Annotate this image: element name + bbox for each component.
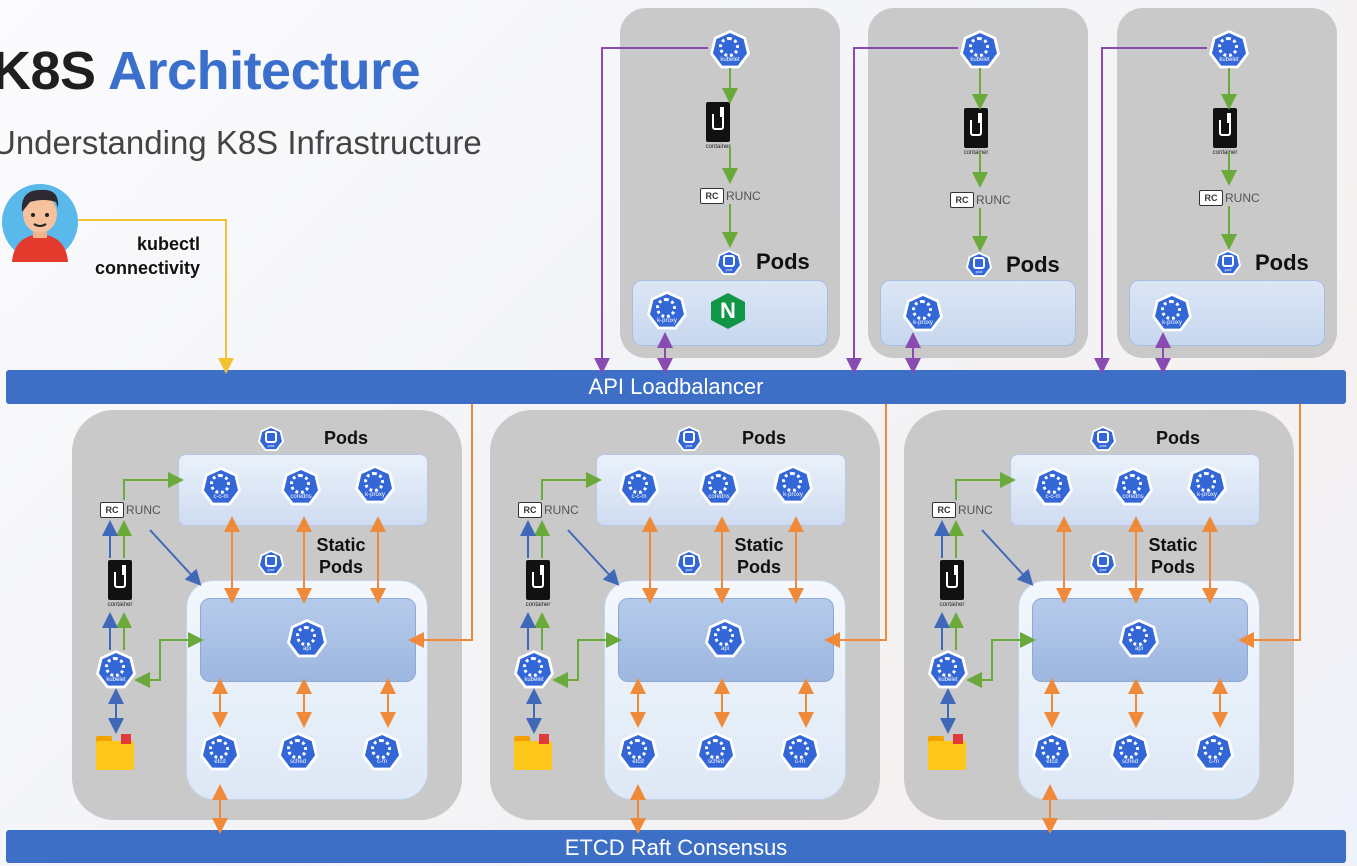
worker-pods-box: k-proxy N: [632, 280, 828, 346]
coredns-icon: coredns: [699, 467, 739, 507]
coredns-icon: coredns: [1113, 467, 1153, 507]
pod-icon: pod: [676, 550, 702, 576]
k-proxy-icon: k-proxy: [903, 293, 943, 333]
page-subtitle: Understanding K8S Infrastructure: [0, 124, 482, 161]
k-proxy-icon: k-proxy: [1152, 293, 1192, 333]
c-m-icon: c-m: [780, 732, 820, 772]
etcd-icon: etcd: [1032, 732, 1072, 772]
sched-icon: sched: [278, 732, 318, 772]
static-pods-label: Static Pods: [734, 535, 784, 577]
pods-label: Pods: [1255, 250, 1309, 275]
title-accent: Architecture: [108, 41, 421, 101]
c-c-m-icon: c-c-m: [201, 467, 241, 507]
containerd-icon: [964, 108, 988, 148]
static-pods-label: Static Pods: [1148, 535, 1198, 577]
api-box: api: [200, 598, 416, 682]
c-c-m-icon: c-c-m: [619, 467, 659, 507]
worker-pods-box: k-proxy: [880, 280, 1076, 346]
k-proxy-icon: k-proxy: [1187, 465, 1227, 505]
containerd-label: container: [1212, 150, 1238, 156]
pod-icon: pod: [258, 426, 284, 452]
api-icon: api: [705, 619, 745, 659]
containerd-label: container: [939, 602, 965, 608]
api-box: api: [1032, 598, 1248, 682]
user-avatar: [2, 184, 78, 262]
kubelet-icon: kubelet: [96, 650, 136, 690]
pod-icon: pod: [966, 252, 992, 278]
containerd-icon: [1213, 108, 1237, 148]
k-proxy-icon: k-proxy: [773, 465, 813, 505]
pod-icon: pod: [1090, 426, 1116, 452]
pods-label: Pods: [324, 428, 369, 448]
pods-label: Pods: [742, 428, 787, 448]
pods-label: Pods: [756, 249, 810, 274]
kubelet-icon: kubelet: [928, 650, 968, 690]
pod-icon: pod: [676, 426, 702, 452]
nginx-icon: N: [711, 293, 745, 329]
etcd-icon: etcd: [200, 732, 240, 772]
containerd-label: container: [107, 602, 133, 608]
api-loadbalancer-bar: API Loadbalancer: [6, 370, 1346, 404]
kubelet-icon: kubelet: [960, 30, 1000, 70]
sched-icon: sched: [696, 732, 736, 772]
c-m-icon: c-m: [362, 732, 402, 772]
api-box: api: [618, 598, 834, 682]
kubelet-icon: kubelet: [1209, 30, 1249, 70]
k-proxy-icon: k-proxy: [647, 291, 687, 331]
title-prefix: K8S: [0, 41, 96, 101]
pods-box: c-c-m coredns k-proxy: [178, 454, 428, 526]
pods-label: Pods: [1156, 428, 1201, 448]
folder-icon: [96, 734, 134, 770]
kubelet-icon: kubelet: [514, 650, 554, 690]
containerd-icon: [940, 560, 964, 600]
coredns-icon: coredns: [281, 467, 321, 507]
etcd-icon: etcd: [618, 732, 658, 772]
api-icon: api: [1119, 619, 1159, 659]
folder-icon: [514, 734, 552, 770]
pod-icon: pod: [1090, 550, 1116, 576]
sched-icon: sched: [1110, 732, 1150, 772]
api-icon: api: [287, 619, 327, 659]
containerd-label: container: [963, 150, 989, 156]
etcd-raft-consensus-bar: ETCD Raft Consensus: [6, 830, 1346, 863]
containerd-icon: [706, 102, 730, 142]
kubelet-icon: kubelet: [710, 30, 750, 70]
static-pods-label: Static Pods: [316, 535, 366, 577]
containerd-icon: [526, 560, 550, 600]
pod-icon: pod: [716, 250, 742, 276]
containerd-label: container: [705, 144, 731, 150]
k-proxy-icon: k-proxy: [355, 465, 395, 505]
containerd-icon: [108, 560, 132, 600]
c-c-m-icon: c-c-m: [1033, 467, 1073, 507]
kubectl-connectivity-label: kubectl connectivity: [94, 234, 200, 278]
pod-icon: pod: [258, 550, 284, 576]
page-title: K8S Architecture: [0, 40, 421, 102]
containerd-label: container: [525, 602, 551, 608]
c-m-icon: c-m: [1194, 732, 1234, 772]
pods-label: Pods: [1006, 252, 1060, 277]
folder-icon: [928, 734, 966, 770]
pod-icon: pod: [1215, 250, 1241, 276]
pods-box: c-c-m coredns k-proxy: [1010, 454, 1260, 526]
